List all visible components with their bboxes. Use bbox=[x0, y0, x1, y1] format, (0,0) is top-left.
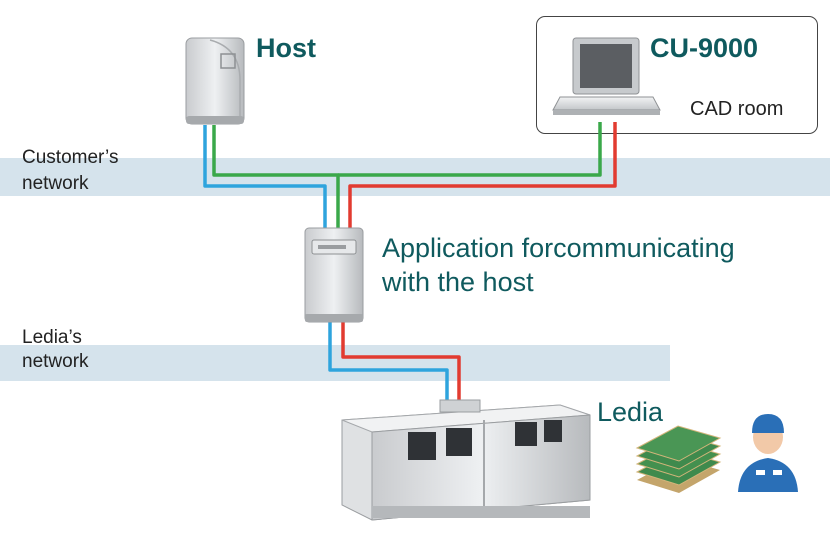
customer-network-band bbox=[0, 158, 830, 196]
link-host-green bbox=[212, 125, 340, 228]
cad-title: CU-9000 bbox=[650, 33, 759, 63]
ledia-network-label-line2: network bbox=[22, 351, 89, 372]
ledia-machine-icon bbox=[341, 399, 591, 521]
host-title: Host bbox=[256, 33, 316, 63]
link-host-blue bbox=[203, 125, 327, 228]
host-server-icon bbox=[185, 37, 245, 125]
connection-lines bbox=[203, 122, 617, 402]
link-ledia-red bbox=[341, 322, 461, 402]
pcb-stack-icon bbox=[635, 425, 722, 493]
ledia-network-label-line1: Ledia’s bbox=[22, 327, 82, 348]
ledia-network-band bbox=[0, 345, 670, 381]
customer-network-label-line1: Customer’s bbox=[22, 147, 119, 168]
worker-icon bbox=[738, 414, 798, 492]
app-server-icon bbox=[304, 227, 364, 323]
laptop-icon bbox=[552, 37, 661, 115]
app-title-line1: Application forcommunicating bbox=[382, 233, 735, 263]
cad-room-label: CAD room bbox=[690, 98, 784, 120]
customer-network-label-line2: network bbox=[22, 173, 89, 194]
ledia-title: Ledia bbox=[597, 397, 664, 427]
link-cad-red bbox=[348, 122, 617, 228]
app-title-line2: with the host bbox=[382, 267, 534, 297]
link-ledia-blue bbox=[328, 322, 449, 402]
link-cad-green bbox=[338, 122, 602, 177]
